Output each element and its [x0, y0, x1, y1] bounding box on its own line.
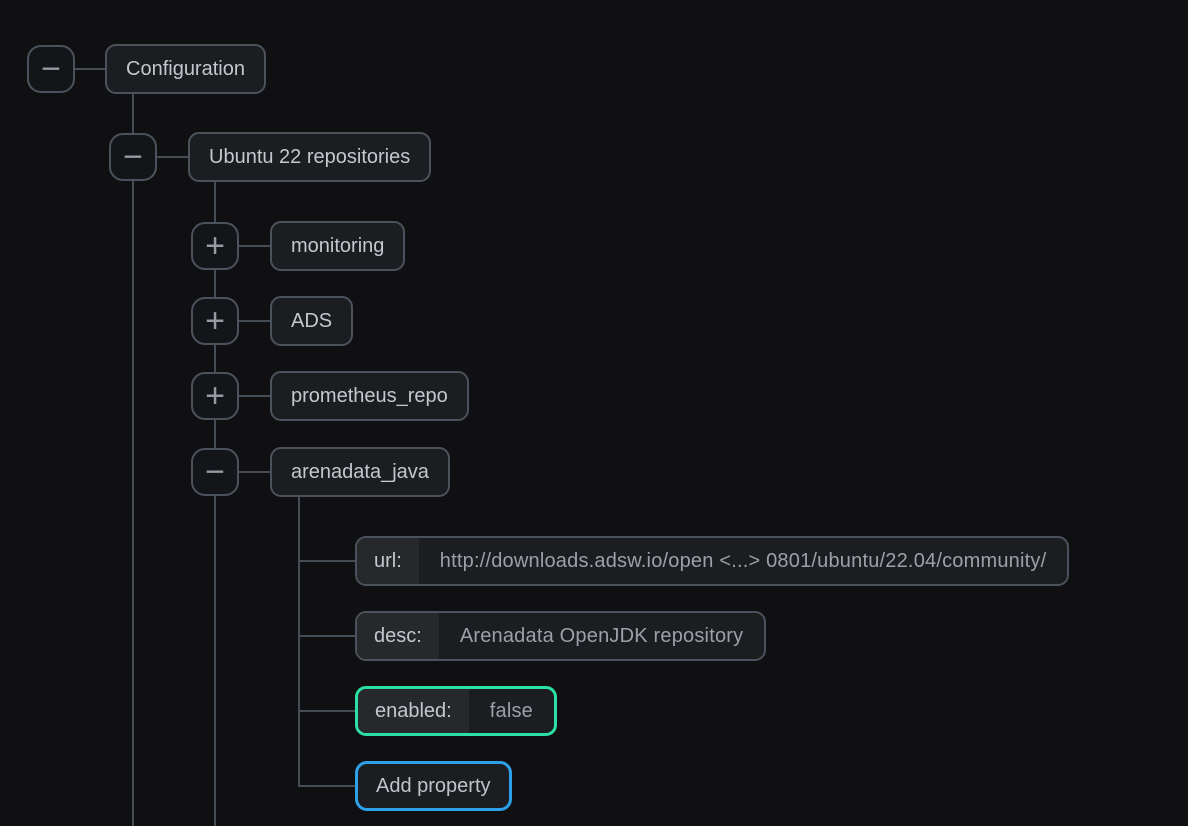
tree-connector	[298, 635, 355, 637]
plus-icon: +	[205, 377, 225, 415]
tree-node-configuration[interactable]: Configuration	[105, 44, 266, 94]
toggle-button-arenadata-java[interactable]: −	[191, 448, 239, 496]
tree-connector	[239, 245, 270, 247]
toggle-button-configuration[interactable]: −	[27, 45, 75, 93]
tree-connector	[298, 710, 355, 712]
property-row-enabled[interactable]: enabled: false	[355, 686, 557, 736]
tree-node-label: Ubuntu 22 repositories	[209, 145, 411, 168]
property-key-enabled: enabled:	[358, 689, 469, 733]
tree-connector	[132, 93, 134, 133]
tree-connector	[157, 156, 188, 158]
tree-connector	[298, 785, 355, 787]
minus-icon: −	[123, 138, 143, 176]
property-key-url: url:	[357, 538, 419, 584]
tree-connector	[298, 560, 355, 562]
tree-connector	[298, 496, 300, 786]
tree-node-ads[interactable]: ADS	[270, 296, 354, 346]
plus-icon: +	[205, 227, 225, 265]
tree-connector	[239, 395, 270, 397]
property-value-enabled[interactable]: false	[489, 699, 533, 722]
minus-icon: −	[41, 50, 61, 88]
tree-node-label: arenadata_java	[291, 460, 429, 483]
toggle-button-monitoring[interactable]: +	[191, 222, 239, 270]
tree-node-label: prometheus_repo	[291, 384, 448, 407]
tree-node-label: Configuration	[126, 57, 245, 80]
tree-connector	[239, 320, 270, 322]
tree-node-prometheus-repo[interactable]: prometheus_repo	[270, 371, 469, 421]
plus-icon: +	[205, 302, 225, 340]
toggle-button-prometheus-repo[interactable]: +	[191, 372, 239, 420]
toggle-button-ubuntu-22-repositories[interactable]: −	[109, 133, 157, 181]
add-property-label: Add property	[376, 774, 491, 797]
minus-icon: −	[205, 453, 225, 491]
property-key-desc: desc:	[357, 613, 439, 659]
property-value-url[interactable]: http://downloads.adsw.io/open <...> 0801…	[439, 549, 1047, 572]
add-property-button[interactable]: Add property	[355, 761, 512, 811]
tree-node-label: ADS	[291, 309, 333, 332]
tree-connector	[214, 181, 216, 826]
property-value-desc[interactable]: Arenadata OpenJDK repository	[459, 624, 744, 647]
tree-connector	[239, 471, 270, 473]
property-row-url[interactable]: url: http://downloads.adsw.io/open <...>…	[355, 536, 1070, 586]
toggle-button-ads[interactable]: +	[191, 297, 239, 345]
tree-node-ubuntu-22-repositories[interactable]: Ubuntu 22 repositories	[188, 132, 432, 182]
tree-node-label: monitoring	[291, 234, 385, 257]
tree-node-monitoring[interactable]: monitoring	[270, 221, 406, 271]
property-row-desc[interactable]: desc: Arenadata OpenJDK repository	[355, 611, 767, 661]
tree-node-arenadata-java[interactable]: arenadata_java	[270, 447, 450, 497]
tree-connector	[132, 181, 134, 826]
tree-connector	[75, 68, 105, 70]
